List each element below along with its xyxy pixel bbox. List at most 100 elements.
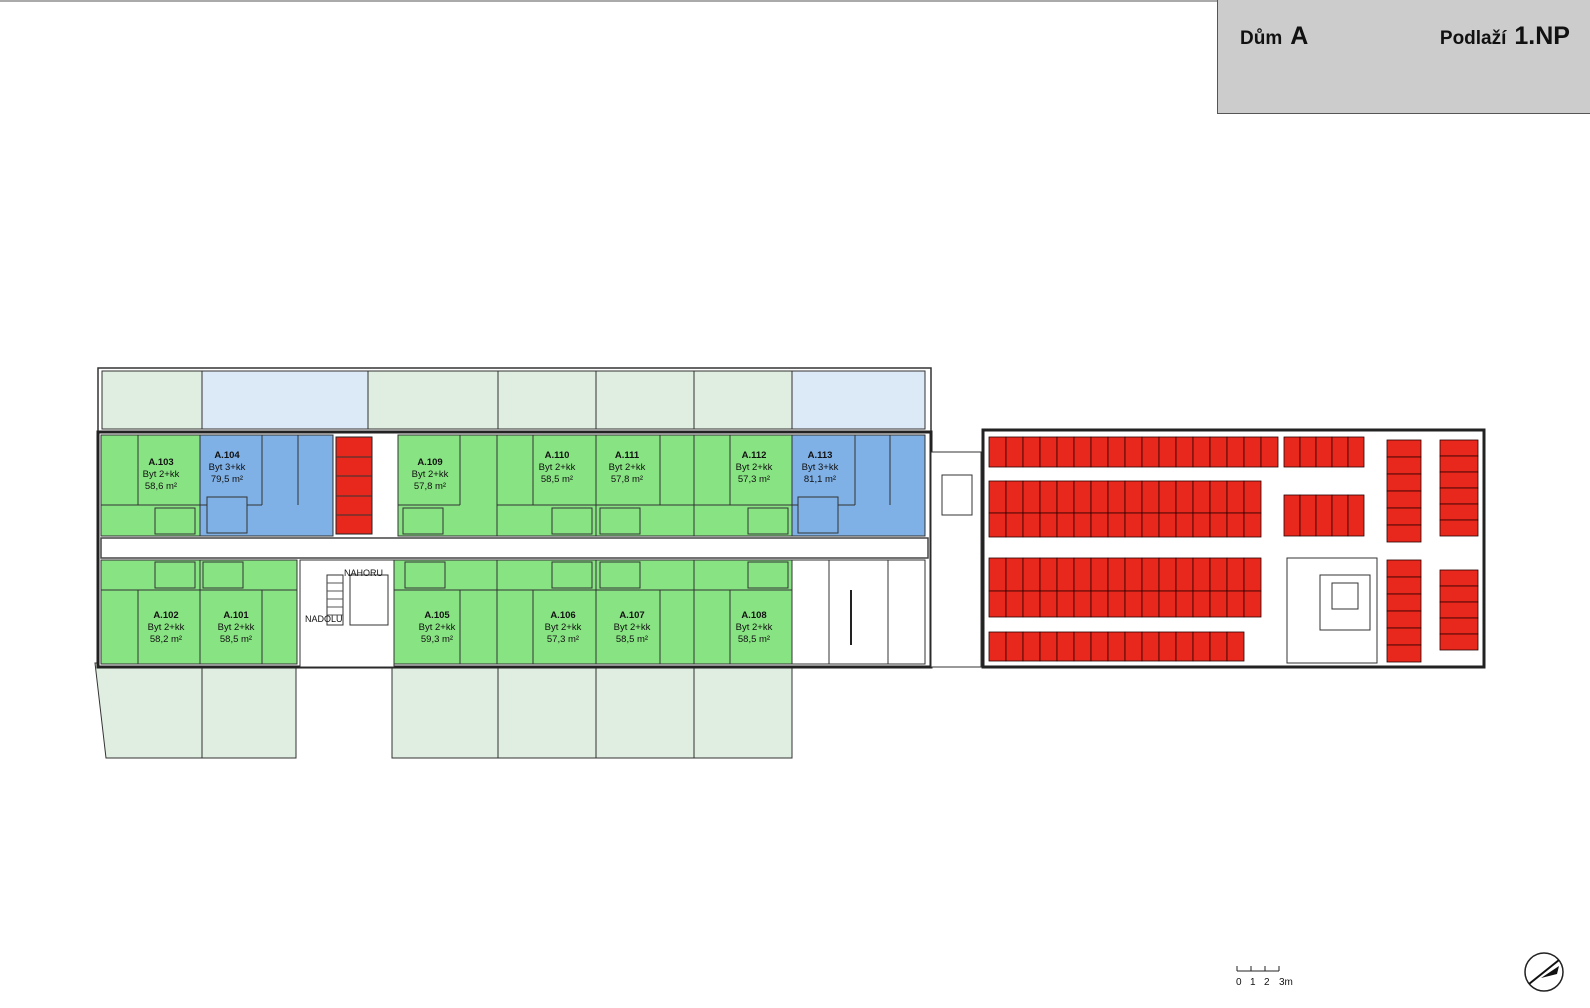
scale-tick-label: 3m [1279, 977, 1293, 988]
parking-space [1175, 480, 1194, 514]
parking-space [1022, 512, 1041, 538]
parking-space [1073, 590, 1092, 618]
parking-space [1022, 480, 1041, 514]
parking-space [1386, 644, 1422, 663]
parking-space [1331, 494, 1349, 537]
stair-down-label: NADOLU [305, 614, 343, 624]
parking-space [1056, 436, 1075, 468]
parking-space [1347, 494, 1365, 537]
parking-space [1439, 439, 1479, 457]
parking-space [1386, 507, 1422, 526]
parking-space [1073, 557, 1092, 592]
parking-space [1283, 494, 1301, 537]
parking-space [1386, 593, 1422, 612]
parking-space [1175, 557, 1194, 592]
parking-space [1209, 590, 1228, 618]
parking-space [1243, 436, 1262, 468]
north-units [100, 434, 926, 537]
parking-space [1226, 480, 1245, 514]
parking-space [1299, 436, 1317, 468]
parking-space [1107, 480, 1126, 514]
parking-space [1386, 439, 1422, 458]
parking-space [1439, 585, 1479, 603]
parking-space [1124, 512, 1143, 538]
parking-space [1022, 436, 1041, 468]
scale-tick-label: 0 [1236, 977, 1242, 988]
house-label: Dům [1240, 28, 1283, 49]
parking-space [1439, 601, 1479, 619]
parking-space [988, 512, 1007, 538]
parking-space [1243, 480, 1262, 514]
parking-space [1226, 590, 1245, 618]
parking-space [1005, 480, 1024, 514]
stair-up-label: NAHORU [344, 568, 383, 578]
parking-space [1386, 456, 1422, 475]
parking-space [988, 557, 1007, 592]
parking-space [1090, 512, 1109, 538]
parking-space [1090, 631, 1109, 662]
parking-space [1439, 519, 1479, 537]
parking-space [1175, 631, 1194, 662]
parking-space [1209, 436, 1228, 468]
parking-space [1158, 631, 1177, 662]
parking-space [1005, 590, 1024, 618]
scale-tick-label: 2 [1264, 977, 1270, 988]
stair-core-east [1286, 557, 1378, 664]
parking-space [1209, 512, 1228, 538]
parking-space [1386, 627, 1422, 646]
parking-space [1141, 590, 1160, 618]
parking-space [1192, 436, 1211, 468]
parking-space [1386, 576, 1422, 595]
parking-space [1124, 631, 1143, 662]
parking-space [1141, 436, 1160, 468]
parking-space [1158, 557, 1177, 592]
parking-space [1124, 480, 1143, 514]
parking-space [1141, 557, 1160, 592]
parking-space [1022, 557, 1041, 592]
parking-space [1039, 590, 1058, 618]
parking-space [1243, 512, 1262, 538]
parking-space [1039, 557, 1058, 592]
parking-space [1315, 494, 1333, 537]
parking-space [1039, 480, 1058, 514]
floor-value: 1.NP [1514, 22, 1570, 50]
parking-space [1226, 557, 1245, 592]
parking-space [1141, 480, 1160, 514]
parking-space [1192, 512, 1211, 538]
parking-space [1158, 436, 1177, 468]
parking-space [1439, 633, 1479, 651]
parking-space [988, 631, 1007, 662]
parking-space [1005, 557, 1024, 592]
parking-space [1243, 557, 1262, 592]
parking-space [1192, 590, 1211, 618]
parking-space [988, 590, 1007, 618]
parking-space [1226, 436, 1245, 468]
parking-space [1090, 557, 1109, 592]
parking-space [1386, 473, 1422, 492]
parking-space [1056, 590, 1075, 618]
parking-space [1124, 557, 1143, 592]
parking-space [1090, 480, 1109, 514]
north-arrow-icon [1524, 952, 1564, 992]
parking-space [1386, 559, 1422, 578]
parking-space [1073, 436, 1092, 468]
parking-space [1005, 631, 1024, 662]
parking-space [1107, 590, 1126, 618]
parking-space [1107, 436, 1126, 468]
parking-space [988, 436, 1007, 468]
